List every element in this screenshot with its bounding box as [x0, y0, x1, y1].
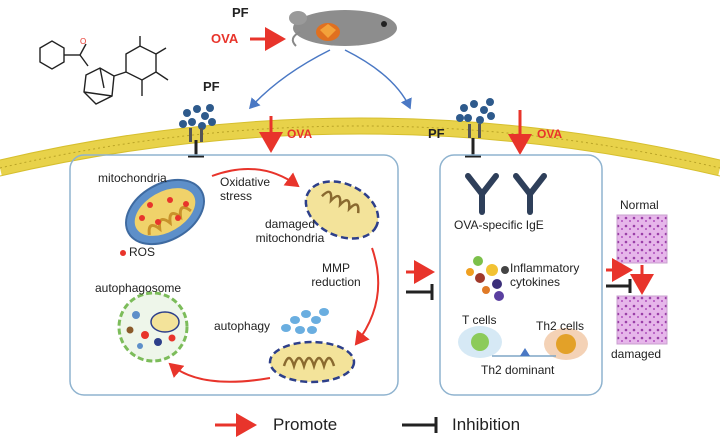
legend-promote-label: Promote — [273, 415, 338, 434]
left-panel — [69, 154, 399, 396]
membrane-right-pf-label: PF — [428, 126, 445, 141]
receptor-right — [456, 98, 495, 138]
th2-dominant-label: Th2 dominant — [481, 363, 555, 377]
mouse-icon — [289, 10, 397, 47]
blue-arrow-right — [344, 49, 412, 110]
membrane-left-pf-label: PF — [203, 79, 220, 94]
membrane-left-ova-label: OVA — [287, 127, 313, 141]
ige-label: OVA-specific IgE — [454, 218, 544, 232]
ros-dot-icon — [120, 250, 126, 256]
normal-label: Normal — [620, 198, 659, 212]
oxidative-stress-label: Oxidative stress — [220, 175, 271, 203]
cycle-arrow-3 — [168, 362, 271, 383]
damaged-histology-image — [616, 295, 668, 345]
receptor-left — [179, 104, 216, 142]
legend-inhibition-label: Inhibition — [452, 415, 521, 434]
t-cells-label: T cells — [462, 313, 497, 327]
ros-label: ROS — [129, 245, 156, 259]
damaged-label: damaged — [611, 347, 662, 361]
cycle-arrow-2 — [354, 247, 380, 346]
damaged-mitochondria-label: damaged mitochondria — [255, 217, 325, 245]
top-ova-label: OVA — [211, 31, 239, 46]
normal-histology-image — [616, 214, 668, 264]
damaged-mitochondria-icon — [304, 180, 380, 240]
autophagosome-icon — [117, 291, 189, 363]
mmp-reduction-label: MMP reduction — [311, 261, 361, 289]
ige-antibody-icon — [465, 173, 547, 215]
th2-cells-label: Th2 cells — [536, 319, 585, 333]
cytokines-icon — [466, 256, 509, 301]
autophagy-mitochondria-icon — [268, 340, 356, 384]
mitochondria-icon — [125, 178, 205, 246]
autophagy-particles-icon — [281, 308, 329, 334]
top-pf-label: PF — [232, 5, 249, 20]
t-cell-icon — [458, 326, 502, 358]
right-panel — [439, 154, 603, 396]
mitochondria-label: mitochondria — [98, 171, 167, 185]
cytokines-label: Inflammatory cytokines — [510, 261, 580, 289]
cycle-arrow-1 — [211, 167, 300, 188]
th2-balance-triangle — [520, 348, 530, 356]
autophagy-label: autophagy — [214, 319, 271, 333]
pf-structure-icon — [39, 36, 169, 105]
blue-arrow-left — [248, 49, 331, 110]
svg-text:O: O — [80, 37, 86, 46]
cell-membrane — [0, 117, 720, 177]
th2-cell-icon — [544, 328, 588, 360]
autophagosome-label: autophagosome — [95, 281, 182, 295]
membrane-right-ova-label: OVA — [537, 127, 563, 141]
